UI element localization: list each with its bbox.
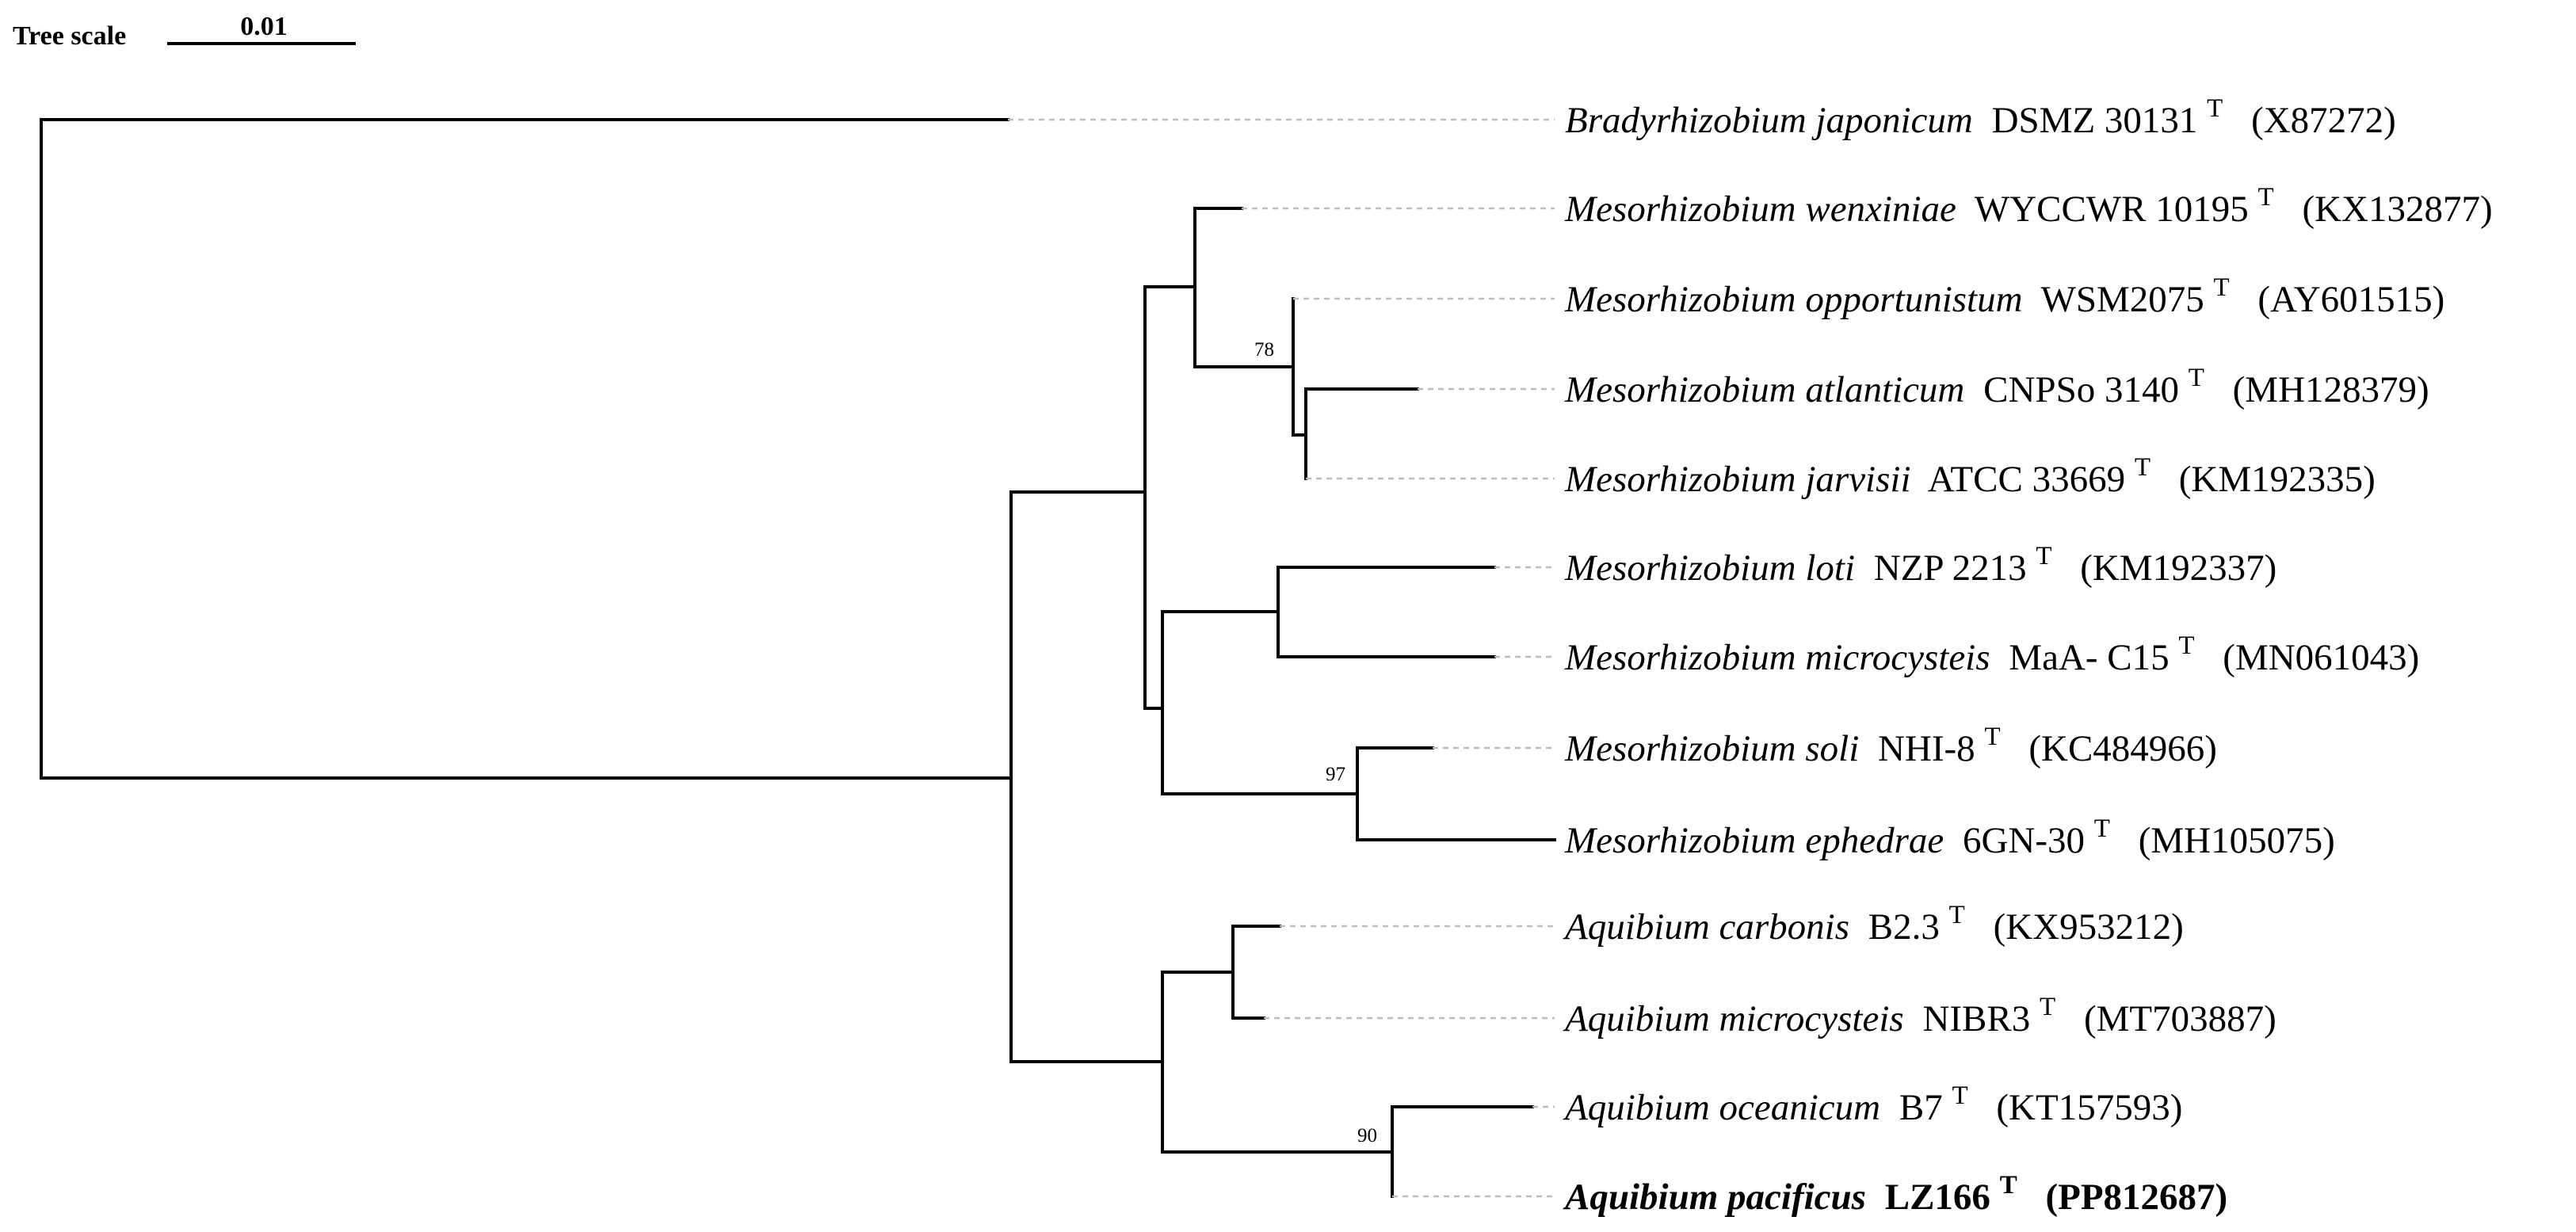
taxon-accession: (MN061043) [2223,637,2419,678]
taxon-strain: DSMZ 30131 [1992,100,2198,141]
taxon-strain: B7 [1899,1087,1943,1128]
taxon-species: Mesorhizobium wenxiniae [1564,189,1956,230]
taxon-label: Aquibium oceanicum B7 T (KT157593) [1563,1071,2182,1128]
taxon-label: Mesorhizobium atlanticum CNPSo 3140 T (M… [1564,353,2429,410]
taxon-strain: B2.3 [1868,906,1940,948]
taxon-labels: Bradyrhizobium japonicum DSMZ 30131 T (X… [1563,84,2493,1218]
bootstrap-value: 97 [1326,764,1345,785]
taxon-strain: MaA- C15 [2009,637,2169,678]
scale-bar-title: Tree scale [13,21,126,51]
taxon-accession: (KM192337) [2080,547,2276,589]
bootstrap-value: 90 [1357,1125,1377,1146]
taxon-label: Mesorhizobium ephedrae 6GN-30 T (MH10507… [1564,804,2335,861]
taxon-accession: (KX132877) [2302,189,2492,230]
type-strain-mark: T [2214,273,2230,302]
type-strain-mark: T [2135,453,2150,482]
taxon-label: Mesorhizobium wenxiniae WYCCWR 10195 T (… [1564,173,2493,230]
taxon-species: Aquibium pacificus [1563,1177,1866,1218]
taxon-accession: (AY601515) [2257,279,2444,320]
taxon-label: Mesorhizobium loti NZP 2213 T (KM192337) [1564,532,2276,589]
taxon-species: Mesorhizobium opportunistum [1564,279,2023,320]
tree-branches [40,118,1556,1198]
taxon-label: Aquibium microcysteis NIBR3 T (MT703887) [1563,982,2276,1039]
type-strain-mark: T [1949,901,1965,929]
scale-bar: Tree scale 0.01 [13,12,356,51]
bootstrap-labels: 78 97 90 [1254,339,1377,1146]
taxon-species: Bradyrhizobium japonicum [1565,100,1973,141]
taxon-strain: ATCC 33669 [1928,459,2125,500]
taxon-strain: 6GN-30 [1963,820,2085,861]
taxon-label: Aquibium carbonis B2.3 T (KX953212) [1563,891,2184,948]
taxon-strain: LZ166 [1885,1177,1990,1218]
taxon-strain: WSM2075 [2040,279,2204,320]
taxon-accession: (MH105075) [2139,820,2335,861]
type-strain-mark: T [2036,542,2051,570]
taxon-accession: (MH128379) [2233,369,2429,410]
taxon-accession: (PP812687) [2045,1177,2227,1218]
taxon-species: Mesorhizobium soli [1564,728,1859,769]
taxon-label: Mesorhizobium opportunistum WSM2075 T (A… [1564,263,2444,320]
taxon-species: Mesorhizobium jarvisii [1564,459,1911,500]
leader-lines [1008,118,1555,1198]
type-strain-mark: T [2040,993,2055,1021]
type-strain-mark: T [2094,814,2110,843]
taxon-strain: CNPSo 3140 [1983,369,2179,410]
taxon-strain: NIBR3 [1922,998,2030,1039]
taxon-accession: (KM192335) [2179,459,2376,500]
taxon-accession: (KC484966) [2028,728,2217,769]
type-strain-mark: T [2000,1171,2017,1200]
scale-bar-value: 0.01 [240,12,288,41]
taxon-label-highlighted: Aquibium pacificus LZ166 T (PP812687) [1563,1161,2227,1218]
taxon-species: Mesorhizobium atlanticum [1564,369,1964,410]
taxon-species: Aquibium oceanicum [1563,1087,1880,1128]
taxon-label: Bradyrhizobium japonicum DSMZ 30131 T (X… [1565,84,2396,141]
taxon-label: Mesorhizobium soli NHI-8 T (KC484966) [1564,712,2217,769]
bootstrap-value: 78 [1254,339,1274,360]
taxon-label: Mesorhizobium microcysteis MaA- C15 T (M… [1564,621,2419,678]
taxon-species: Aquibium microcysteis [1563,998,1904,1039]
taxon-species: Mesorhizobium ephedrae [1564,820,1944,861]
type-strain-mark: T [2258,183,2274,212]
taxon-accession: (KT157593) [1996,1087,2182,1128]
type-strain-mark: T [2207,94,2223,123]
type-strain-mark: T [2189,364,2204,392]
type-strain-mark: T [2178,631,2194,660]
taxon-species: Aquibium carbonis [1563,906,1849,948]
taxon-label: Mesorhizobium jarvisii ATCC 33669 T (KM1… [1564,443,2376,500]
taxon-species: Mesorhizobium loti [1564,547,1855,589]
taxon-species: Mesorhizobium microcysteis [1564,637,1990,678]
taxon-accession: (MT703887) [2084,998,2276,1039]
type-strain-mark: T [1984,723,2000,751]
taxon-strain: WYCCWR 10195 [1975,189,2249,230]
type-strain-mark: T [1952,1081,1967,1110]
taxon-strain: NHI-8 [1878,728,1975,769]
taxon-accession: (X87272) [2251,100,2396,141]
taxon-accession: (KX953212) [1994,906,2184,948]
taxon-strain: NZP 2213 [1874,547,2027,589]
